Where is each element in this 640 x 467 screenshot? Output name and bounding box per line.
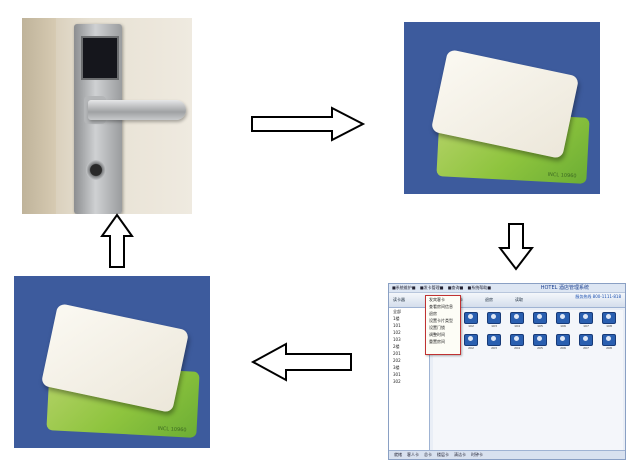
green-card-label: INCL 10960	[547, 171, 577, 180]
room-icon	[556, 334, 570, 346]
room-number: 203	[491, 346, 497, 350]
room-tile[interactable]: 105	[533, 312, 547, 328]
tree-item[interactable]: 3楼	[393, 365, 400, 370]
room-tile[interactable]: 104	[510, 312, 524, 328]
room-grid: 1011021031041051061071082012022032042052…	[433, 310, 623, 450]
tree-item[interactable]: 302	[393, 379, 401, 384]
room-icon	[602, 312, 616, 324]
door-lock-photo	[22, 18, 192, 214]
menu-bar: ■系统维护■ ■发卡管理■ ■查询■ ■系统帮助■	[389, 284, 625, 293]
tree-item[interactable]: 103	[393, 337, 401, 342]
card-photo-bottom: INCL 10960	[14, 276, 210, 448]
context-menu-item[interactable]: 设置门锁	[429, 325, 445, 330]
status-item: 客人卡	[407, 452, 419, 457]
context-menu-item[interactable]: 调整时间	[429, 332, 445, 337]
room-icon	[510, 334, 524, 346]
status-item: 时钟卡	[471, 452, 483, 457]
room-icon	[487, 312, 501, 324]
room-tile[interactable]: 208	[602, 334, 616, 350]
room-number: 208	[606, 346, 612, 350]
room-icon	[579, 312, 593, 324]
status-item: 总卡	[424, 452, 432, 457]
room-number: 202	[468, 346, 474, 350]
room-tile[interactable]: 103	[487, 312, 501, 328]
context-menu-item[interactable]: 发宾客卡	[429, 297, 445, 302]
room-icon	[602, 334, 616, 346]
room-number: 102	[468, 324, 474, 328]
room-tile[interactable]: 108	[602, 312, 616, 328]
status-item: 就绪	[394, 452, 402, 457]
room-number: 107	[583, 324, 589, 328]
room-tree: 全部 1楼 101 102 103 2楼 201 202 3楼 301 302	[389, 308, 430, 450]
card-photo-top: INCL 10960	[404, 22, 600, 194]
tree-item[interactable]: 101	[393, 323, 401, 328]
tree-item[interactable]: 202	[393, 358, 401, 363]
menu-item: ■系统维护■	[392, 285, 416, 290]
room-tile[interactable]: 207	[579, 334, 593, 350]
tree-item[interactable]: 102	[393, 330, 401, 335]
room-tile[interactable]: 203	[487, 334, 501, 350]
context-menu: 发宾客卡查看房间信息退房设置卡片类型设置门锁调整时间重置房间	[425, 295, 461, 355]
room-tile[interactable]: 206	[556, 334, 570, 350]
room-number: 103	[491, 324, 497, 328]
room-number: 104	[514, 324, 520, 328]
room-tile[interactable]: 107	[579, 312, 593, 328]
toolbar-item: 读卡器	[393, 297, 405, 302]
arrow-right-icon	[251, 106, 366, 142]
room-tile[interactable]: 202	[464, 334, 478, 350]
context-menu-item[interactable]: 查看房间信息	[429, 304, 453, 309]
room-number: 206	[560, 346, 566, 350]
room-number: 207	[583, 346, 589, 350]
room-icon	[579, 334, 593, 346]
room-tile[interactable]: 205	[533, 334, 547, 350]
tree-item[interactable]: 201	[393, 351, 401, 356]
green-card-label: INCL 10960	[157, 425, 187, 434]
keyhole-icon	[86, 160, 106, 180]
hotline-text: 服务热线 800-1111-818	[575, 294, 621, 299]
menu-item: ■查询■	[447, 285, 464, 290]
status-item: 楼层卡	[437, 452, 449, 457]
room-icon	[533, 312, 547, 324]
tree-item[interactable]: 2楼	[393, 344, 400, 349]
room-icon	[556, 312, 570, 324]
room-number: 205	[537, 346, 543, 350]
room-tile[interactable]: 204	[510, 334, 524, 350]
room-tile[interactable]: 102	[464, 312, 478, 328]
menu-item: ■系统帮助■	[467, 285, 492, 290]
hotel-software-screenshot: ■系统维护■ ■发卡管理■ ■查询■ ■系统帮助■ HOTEL 酒店管理系统 读…	[388, 283, 626, 460]
tree-item[interactable]: 1楼	[393, 316, 400, 321]
context-menu-item[interactable]: 设置卡片类型	[429, 318, 453, 323]
room-icon	[533, 334, 547, 346]
tree-item[interactable]: 全部	[393, 309, 401, 314]
room-number: 105	[537, 324, 543, 328]
room-icon	[487, 334, 501, 346]
card-reader-panel	[81, 36, 119, 80]
room-number: 204	[514, 346, 520, 350]
room-icon	[464, 312, 478, 324]
status-item: 清洁卡	[454, 452, 466, 457]
context-menu-item[interactable]: 退房	[429, 311, 437, 316]
door-frame	[22, 18, 56, 214]
door-handle	[88, 100, 186, 120]
room-number: 108	[606, 324, 612, 328]
toolbar-item: 退房	[485, 297, 493, 302]
tree-item[interactable]: 301	[393, 372, 401, 377]
arrow-up-icon	[100, 213, 134, 268]
room-icon	[464, 334, 478, 346]
menu-item: ■发卡管理■	[419, 285, 444, 290]
system-title: HOTEL 酒店管理系统	[540, 285, 589, 291]
arrow-down-icon	[498, 223, 534, 271]
context-menu-item[interactable]: 重置房间	[429, 339, 445, 344]
room-number: 106	[560, 324, 566, 328]
room-icon	[510, 312, 524, 324]
room-tile[interactable]: 106	[556, 312, 570, 328]
status-bar: 就绪客人卡总卡楼层卡清洁卡时钟卡	[389, 450, 625, 459]
arrow-left-icon	[250, 342, 352, 382]
toolbar-item: 读取	[515, 297, 523, 302]
